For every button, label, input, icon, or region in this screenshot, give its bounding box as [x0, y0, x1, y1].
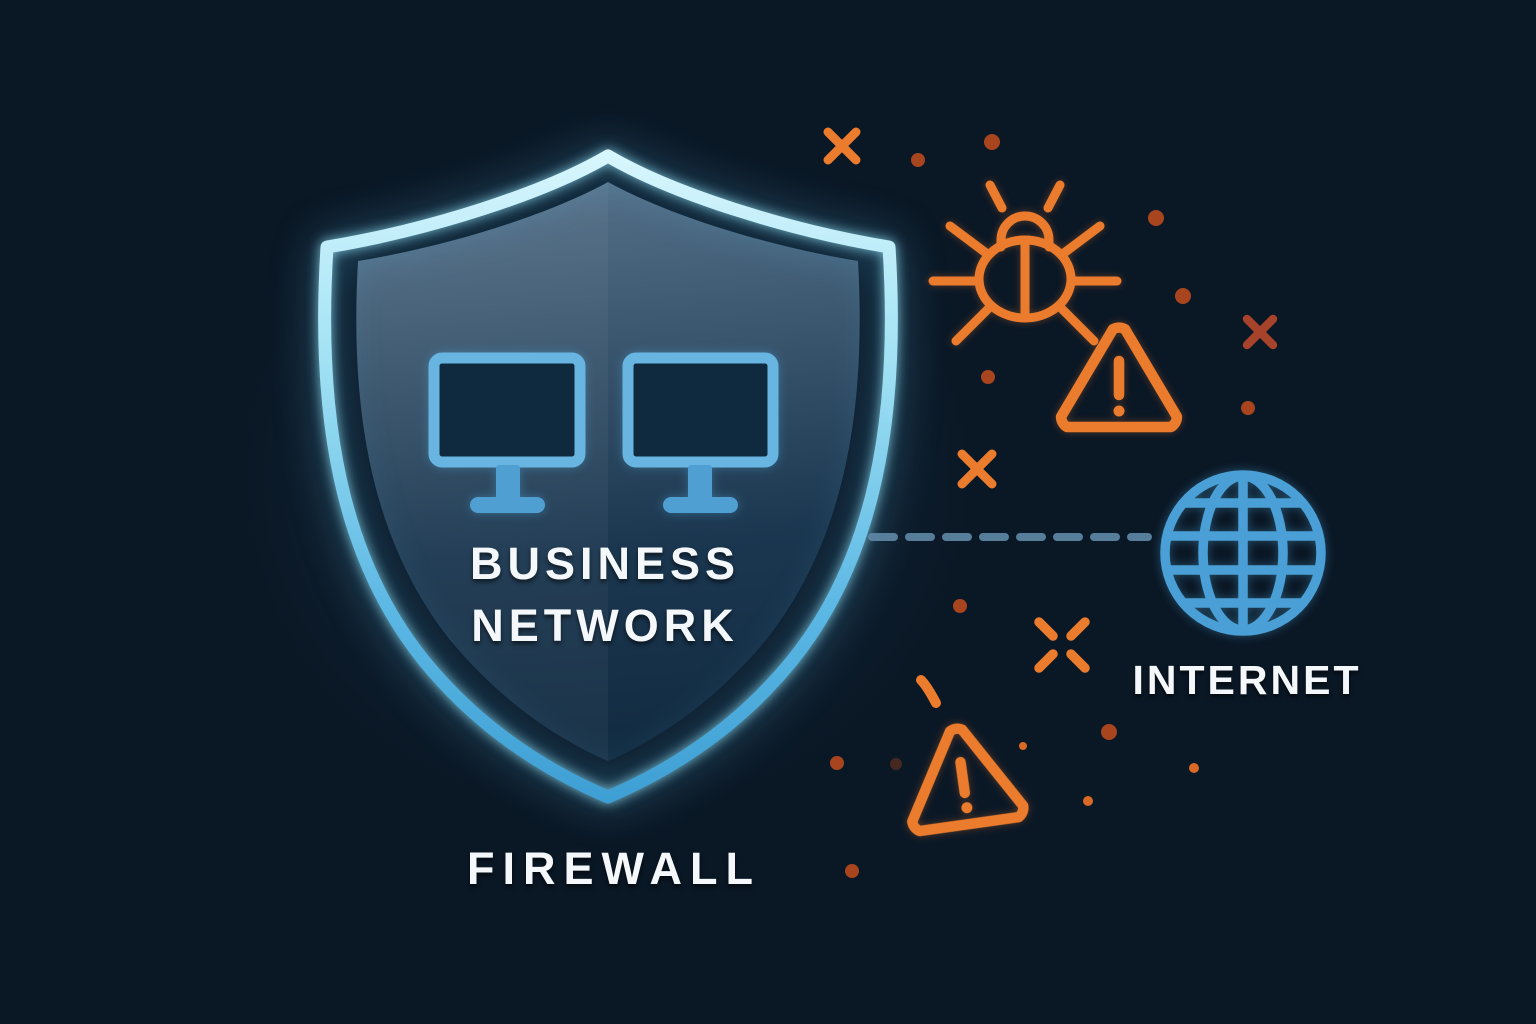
warning-exclamation-dot — [961, 802, 973, 814]
monitor-frame — [428, 352, 586, 468]
threat-dot — [981, 370, 995, 384]
monitor-base — [470, 497, 545, 513]
threat-dot — [1148, 210, 1164, 226]
shield-border — [318, 149, 898, 804]
monitor-neck — [688, 465, 712, 501]
monitor-base — [663, 497, 738, 513]
firewall-label: FIREWALL — [467, 843, 761, 894]
threat-dots-rust — [830, 134, 1255, 878]
x-stroke — [1242, 314, 1278, 350]
monitor-icon-left — [428, 352, 586, 513]
x-stroke — [823, 127, 861, 165]
monitor-frame — [622, 352, 779, 468]
business-network-label-line1: BUSINESS — [470, 538, 740, 589]
motion-slash-mark — [916, 675, 941, 708]
monitor-neck — [496, 465, 520, 501]
x-stroke — [1066, 617, 1090, 641]
x-mark-icon-split — [1034, 617, 1090, 673]
threat-dots-bright — [1019, 742, 1199, 806]
bug-antenna-left — [985, 180, 1007, 213]
bug-leg — [1055, 302, 1099, 346]
threat-dot — [1083, 796, 1093, 806]
x-stroke — [1034, 617, 1058, 641]
warning-triangle-icon-lower — [907, 723, 1029, 837]
x-mark-icon-top — [823, 127, 861, 165]
x-mark-icon-middle — [957, 449, 997, 489]
threat-dot — [984, 134, 1000, 150]
bug-leg — [945, 221, 991, 258]
x-mark-icon-dark — [1242, 314, 1278, 350]
business-network-label-line2: NETWORK — [471, 600, 738, 651]
threat-dot — [1019, 742, 1027, 750]
threat-dot — [911, 153, 925, 167]
threat-dot — [890, 758, 902, 770]
shield-icon — [318, 149, 898, 804]
globe-icon — [1160, 470, 1326, 636]
threat-dot — [1241, 401, 1255, 415]
threat-dot — [953, 599, 967, 613]
warning-exclamation-dot — [1113, 405, 1125, 417]
warning-exclamation-bar — [955, 756, 971, 799]
threat-dot — [1101, 724, 1117, 740]
threat-dot — [1189, 763, 1199, 773]
shield-sheen — [356, 182, 608, 761]
internet-label: INTERNET — [1133, 657, 1362, 703]
bug-leg — [951, 302, 995, 346]
threat-dots-dark — [890, 758, 902, 770]
shield-inner-fill — [356, 182, 860, 761]
threat-dot — [1175, 288, 1191, 304]
bug-antenna-right — [1043, 180, 1065, 213]
bug-head — [996, 211, 1054, 252]
x-stroke — [1034, 649, 1058, 673]
threat-dot — [830, 756, 844, 770]
x-stroke — [957, 449, 997, 489]
bug-icon — [928, 180, 1122, 346]
threat-dot — [845, 864, 859, 878]
warning-triangle-icon-upper — [1055, 322, 1183, 433]
x-stroke — [1066, 649, 1090, 673]
bug-leg — [1059, 221, 1105, 258]
warning-triangle-outline — [1055, 322, 1183, 433]
globe-meridian-ellipse — [1198, 471, 1288, 635]
monitor-icon-right — [622, 352, 779, 513]
warning-triangle-outline — [907, 723, 1029, 837]
